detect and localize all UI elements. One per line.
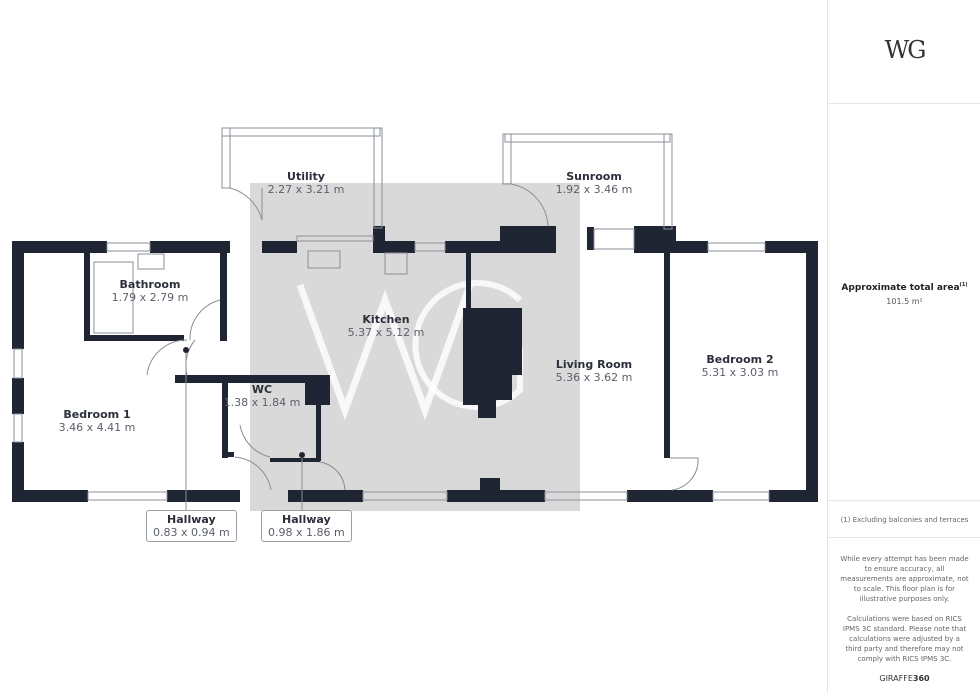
callout-pointer-dots	[183, 347, 305, 458]
info-panel: WG Approximate total area(1) 101.5 m² (1…	[827, 0, 980, 693]
area-title: Approximate total area(1)	[841, 282, 968, 293]
footnote: (1) Excluding balconies and terraces	[840, 516, 969, 524]
provider-logo: GIRAFFE360	[879, 674, 930, 683]
windows-and-frames	[13, 127, 770, 510]
walls	[12, 226, 818, 502]
brand-logo: WG	[884, 36, 927, 64]
area-section: Approximate total area(1) 101.5 m²	[828, 104, 980, 501]
floor-plan	[12, 127, 818, 511]
area-value: 101.5 m²	[886, 297, 923, 306]
calculation-note: Calculations were based on RICS IPMS 3C …	[842, 615, 967, 663]
disclaimer-section: While every attempt has been made to ens…	[828, 538, 980, 693]
logo-section: WG	[828, 0, 980, 104]
footnote-section: (1) Excluding balconies and terraces	[828, 501, 980, 538]
disclaimer-text: While every attempt has been made to ens…	[840, 555, 969, 603]
